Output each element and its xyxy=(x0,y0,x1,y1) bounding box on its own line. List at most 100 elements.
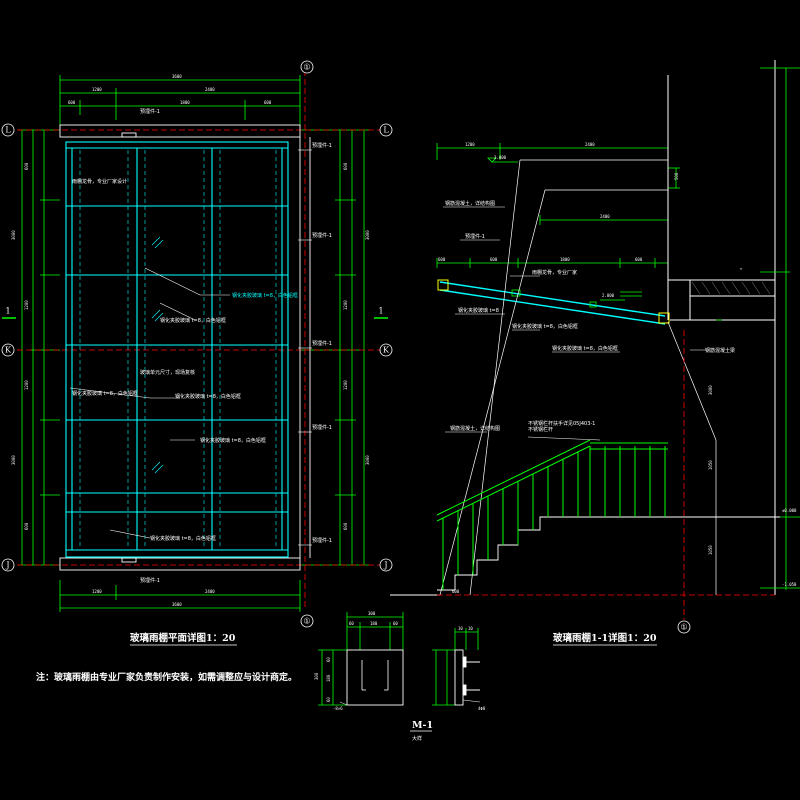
svg-text:600: 600 xyxy=(490,257,498,262)
plan-bottom-dim-text: 1200 2400 3600 xyxy=(92,589,215,607)
section-canopy-ticks xyxy=(511,289,642,308)
section-right-level-text: ±0.000 -1.050 ≈ xyxy=(740,266,797,587)
plan-leaders xyxy=(69,267,230,539)
svg-text:1050: 1050 xyxy=(708,545,713,555)
svg-text:500: 500 xyxy=(674,172,679,180)
section-title: 玻璃雨棚1-1详图1：20 xyxy=(553,632,657,644)
svg-text:1800: 1800 xyxy=(560,257,570,262)
section-top-dim-text: 1200 2400 2400 600 600 1800 600 500 xyxy=(438,142,679,262)
plan-axis-L-left: L xyxy=(5,126,11,135)
svg-text:60: 60 xyxy=(349,621,354,626)
section-stair-steps xyxy=(437,516,562,591)
svg-text:≈: ≈ xyxy=(740,266,743,271)
svg-text:1200: 1200 xyxy=(343,380,348,390)
svg-text:1800: 1800 xyxy=(180,100,190,105)
svg-text:600: 600 xyxy=(24,522,29,530)
svg-text:钢化夹胶玻璃 t=8，白色铝框: 钢化夹胶玻璃 t=8，白色铝框 xyxy=(200,437,266,444)
svg-text:预埋件-1: 预埋件-1 xyxy=(140,108,160,115)
detail-dim-text: 300 60 180 60 300 60 180 60 10 10 xyxy=(314,611,473,702)
embed-plate-side xyxy=(454,649,480,706)
svg-text:预埋件-1: 预埋件-1 xyxy=(312,537,332,544)
section-top-dimensions xyxy=(436,143,680,300)
plan-axis-L-right: L xyxy=(383,126,389,135)
section-highlights xyxy=(437,279,670,324)
plan-axis-lines xyxy=(8,70,385,610)
svg-text:1200: 1200 xyxy=(92,87,102,92)
svg-text:预埋件-1: 预埋件-1 xyxy=(465,233,485,240)
svg-text:60: 60 xyxy=(393,621,398,626)
section-slab-hatch xyxy=(691,281,771,295)
embed-plate-front xyxy=(346,649,404,706)
plan-right-tags: 预埋件-1 预埋件-1 预埋件-1 预埋件-1 预埋件-1 xyxy=(312,142,332,544)
svg-text:预埋件-1: 预埋件-1 xyxy=(312,142,332,149)
svg-text:1200: 1200 xyxy=(92,589,102,594)
plan-hidden-beams xyxy=(79,150,277,548)
embed-anchors xyxy=(361,660,389,691)
svg-text:预埋件-1: 预埋件-1 xyxy=(312,424,332,431)
svg-text:1200: 1200 xyxy=(343,300,348,310)
section-bottom-note: 600 xyxy=(452,589,460,594)
general-note: 注：玻璃雨棚由专业厂家负责制作安装，如需调整应与设计商定。 xyxy=(36,671,297,683)
svg-text:1050: 1050 xyxy=(708,460,713,470)
svg-text:2400: 2400 xyxy=(585,142,595,147)
section-canopy-beam xyxy=(439,281,666,325)
svg-text:不锈钢栏杆: 不锈钢栏杆 xyxy=(528,426,553,433)
plan-view: 3600 1200 2400 600 1800 600 1200 2400 36… xyxy=(1,60,393,646)
svg-text:3000: 3000 xyxy=(365,230,370,240)
svg-text:雨棚龙骨，专业厂家: 雨棚龙骨，专业厂家 xyxy=(532,269,577,276)
svg-text:300: 300 xyxy=(314,672,319,680)
section-support-lines xyxy=(439,159,717,596)
section-vert-dim-text: 3000 1050 1050 xyxy=(708,385,713,555)
svg-text:2400: 2400 xyxy=(205,589,215,594)
plan-wall-outline xyxy=(59,124,311,571)
plan-side-dim-text: 3000 3000 600 1200 1200 600 3000 3000 60… xyxy=(11,162,370,530)
svg-text:600: 600 xyxy=(68,100,76,105)
plan-bottom-dimensions xyxy=(59,580,301,612)
plan-axis-top-label: ① xyxy=(303,63,310,72)
svg-text:3600: 3600 xyxy=(172,602,182,607)
plan-axis-J-right: J xyxy=(383,561,387,570)
svg-text:钢化夹胶玻璃 t=8: 钢化夹胶玻璃 t=8 xyxy=(458,307,499,314)
svg-text:钢化夹胶玻璃 t=8，白色铝框: 钢化夹胶玻璃 t=8，白色铝框 xyxy=(232,292,298,299)
svg-text:钢化夹胶玻璃 t=8，白色铝框: 钢化夹胶玻璃 t=8，白色铝框 xyxy=(175,393,241,400)
detail-leaders xyxy=(339,699,481,706)
svg-text:60: 60 xyxy=(326,697,331,702)
svg-text:1200: 1200 xyxy=(24,380,29,390)
detail-side-note: 4Φ8 xyxy=(478,706,486,711)
plan-top-dim-text: 3600 1200 2400 600 1800 600 xyxy=(68,74,272,105)
svg-text:1200: 1200 xyxy=(465,142,475,147)
svg-text:钢化夹胶玻璃 t=8，白色铝框: 钢化夹胶玻璃 t=8，白色铝框 xyxy=(160,317,226,324)
svg-text:10: 10 xyxy=(458,626,463,631)
detail-plate-note: -8×6 xyxy=(333,706,343,711)
svg-text:2400: 2400 xyxy=(600,214,610,219)
svg-text:钢化夹胶玻璃 t=8，白色铝框: 钢化夹胶玻璃 t=8，白色铝框 xyxy=(512,323,578,330)
plan-axis-K-left: K xyxy=(5,346,12,355)
plan-axis-bottom-label: ① xyxy=(303,617,310,626)
plan-title: 玻璃雨棚平面详图1：20 xyxy=(130,632,236,644)
svg-text:600: 600 xyxy=(343,522,348,530)
svg-text:3000: 3000 xyxy=(365,455,370,465)
section-level-markers xyxy=(487,157,625,301)
svg-text:-1.050: -1.050 xyxy=(782,582,797,587)
detail-subtitle: 大样 xyxy=(412,735,422,742)
plan-section-mark-right: 1 xyxy=(378,307,383,316)
svg-text:钢化夹胶玻璃 t=8，白色铝框: 钢化夹胶玻璃 t=8，白色铝框 xyxy=(552,345,618,352)
plan-tag-ticks xyxy=(298,149,312,546)
section-axis-bubble xyxy=(677,620,691,634)
svg-text:钢化夹胶玻璃 t=8，白色铝框: 钢化夹胶玻璃 t=8，白色铝框 xyxy=(72,390,138,397)
svg-text:180: 180 xyxy=(370,621,378,626)
svg-text:钢筋混凝土，详结构图: 钢筋混凝土，详结构图 xyxy=(445,200,495,207)
plan-section-mark-left: 1 xyxy=(5,307,10,316)
section-level-canopy: 3.000 xyxy=(494,155,507,160)
plan-glass-hatch xyxy=(151,236,164,474)
svg-text:预埋件-1: 预埋件-1 xyxy=(312,340,332,347)
plan-axis-K-right: K xyxy=(383,346,390,355)
svg-text:3000: 3000 xyxy=(708,385,713,395)
section-wall xyxy=(667,60,776,595)
svg-text:玻璃单元尺寸，现场复核: 玻璃单元尺寸，现场复核 xyxy=(140,369,195,376)
svg-text:1200: 1200 xyxy=(24,300,29,310)
svg-text:钢筋混凝土梁: 钢筋混凝土梁 xyxy=(705,347,735,354)
svg-text:3600: 3600 xyxy=(172,74,182,79)
svg-text:雨棚龙骨，专业厂家设计: 雨棚龙骨，专业厂家设计 xyxy=(72,178,127,185)
